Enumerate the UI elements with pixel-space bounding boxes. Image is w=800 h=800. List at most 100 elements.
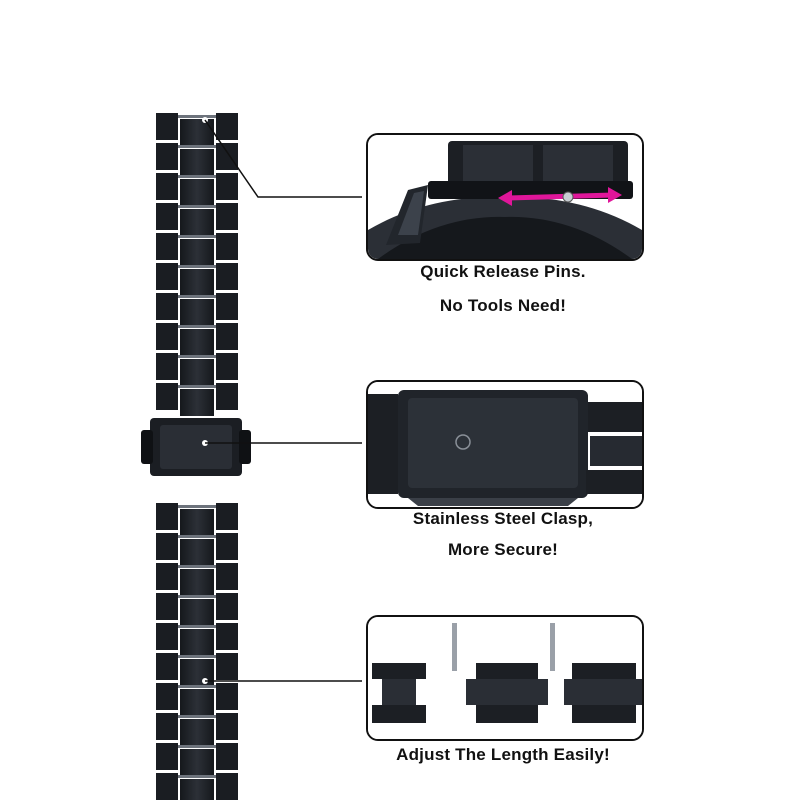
band-clasp [141, 418, 251, 476]
band-link-outer [156, 743, 178, 770]
band-link-center [180, 659, 214, 686]
band-link-highlight [178, 655, 216, 658]
band-link-highlight [178, 115, 216, 118]
clasp-image [368, 382, 642, 507]
band-link-highlight [178, 715, 216, 718]
band-link-outer [216, 713, 238, 740]
band-link-outer [216, 233, 238, 260]
band-link-center [180, 509, 214, 536]
band-link-outer [216, 203, 238, 230]
band-link-outer [156, 293, 178, 320]
band-link-outer [216, 323, 238, 350]
band-link-center [180, 359, 214, 386]
band-link-highlight [178, 505, 216, 508]
band-link-outer [156, 563, 178, 590]
band-link-center [180, 689, 214, 716]
release-arrow [498, 187, 622, 206]
quick-release-panel [366, 133, 644, 261]
link-segment-right [564, 663, 642, 723]
band-link-center [180, 719, 214, 746]
band-link-outer [156, 383, 178, 410]
band-link-outer [156, 533, 178, 560]
link-pin-right [550, 623, 555, 671]
band-link-center [180, 149, 214, 176]
band-link-outer [216, 743, 238, 770]
band-link-highlight [178, 565, 216, 568]
band-links [156, 113, 238, 800]
band-link-highlight [178, 295, 216, 298]
band-link-center [180, 569, 214, 596]
band-link-outer [156, 263, 178, 290]
band-link-outer [216, 563, 238, 590]
band-link-center [180, 749, 214, 776]
link-segment-middle [466, 663, 548, 723]
band-link-outer [216, 173, 238, 200]
band-link-highlight [178, 325, 216, 328]
band-link-highlight [178, 685, 216, 688]
quick-release-image [368, 135, 642, 259]
link-pin-left [452, 623, 457, 671]
band-link-highlight [178, 205, 216, 208]
band-link-center [180, 779, 214, 800]
band-link-center [180, 179, 214, 206]
band-link-outer [156, 593, 178, 620]
link-segment-left [372, 663, 426, 723]
band-link-center [180, 629, 214, 656]
band-link-outer [216, 383, 238, 410]
band-link-highlight [178, 775, 216, 778]
band-link-outer [156, 623, 178, 650]
band-link-center [180, 389, 214, 416]
band-link-outer [156, 113, 178, 140]
band-link-outer [156, 143, 178, 170]
band-link-center [180, 329, 214, 356]
band-link-center [180, 209, 214, 236]
band-link-outer [156, 653, 178, 680]
band-link-outer [216, 143, 238, 170]
band-link-highlight [178, 175, 216, 178]
band-link-outer [216, 653, 238, 680]
band-link-highlight [178, 745, 216, 748]
band-link-outer [216, 683, 238, 710]
band-link-outer [216, 353, 238, 380]
band-link-highlight [178, 535, 216, 538]
band-link-outer [216, 623, 238, 650]
clasp-panel [366, 380, 644, 509]
band-link-outer [156, 233, 178, 260]
band-link-outer [216, 533, 238, 560]
band-link-outer [216, 113, 238, 140]
band-link-highlight [178, 265, 216, 268]
band-link-outer [216, 503, 238, 530]
band-link-highlight [178, 235, 216, 238]
adjust-caption: Adjust The Length Easily! [396, 745, 610, 764]
band-link-outer [156, 203, 178, 230]
adjust-image [368, 617, 642, 739]
band-link-highlight [178, 355, 216, 358]
adjust-panel [366, 615, 644, 741]
band-link-outer [216, 773, 238, 800]
band-link-outer [156, 353, 178, 380]
band-link-outer [216, 263, 238, 290]
band-link-outer [156, 323, 178, 350]
band-link-center [180, 599, 214, 626]
band-link-center [180, 239, 214, 266]
band-link-outer [156, 503, 178, 530]
band-link-outer [216, 293, 238, 320]
leader-line-top [204, 119, 362, 198]
band-link-center [180, 119, 214, 146]
band-link-outer [156, 173, 178, 200]
band-link-outer [156, 773, 178, 800]
band-link-highlight [178, 625, 216, 628]
band-link-center [180, 299, 214, 326]
band-link-highlight [178, 385, 216, 388]
quick-release-caption-1: Quick Release Pins. [420, 262, 586, 281]
band-link-center [180, 539, 214, 566]
band-link-highlight [178, 145, 216, 148]
clasp-caption-1: Stainless Steel Clasp, [412, 509, 594, 528]
clasp-caption-2: More Secure! [447, 540, 559, 559]
quick-release-caption-2: No Tools Need! [439, 296, 567, 315]
band-link-outer [156, 713, 178, 740]
band-link-outer [156, 683, 178, 710]
band-link-highlight [178, 595, 216, 598]
band-link-outer [216, 593, 238, 620]
